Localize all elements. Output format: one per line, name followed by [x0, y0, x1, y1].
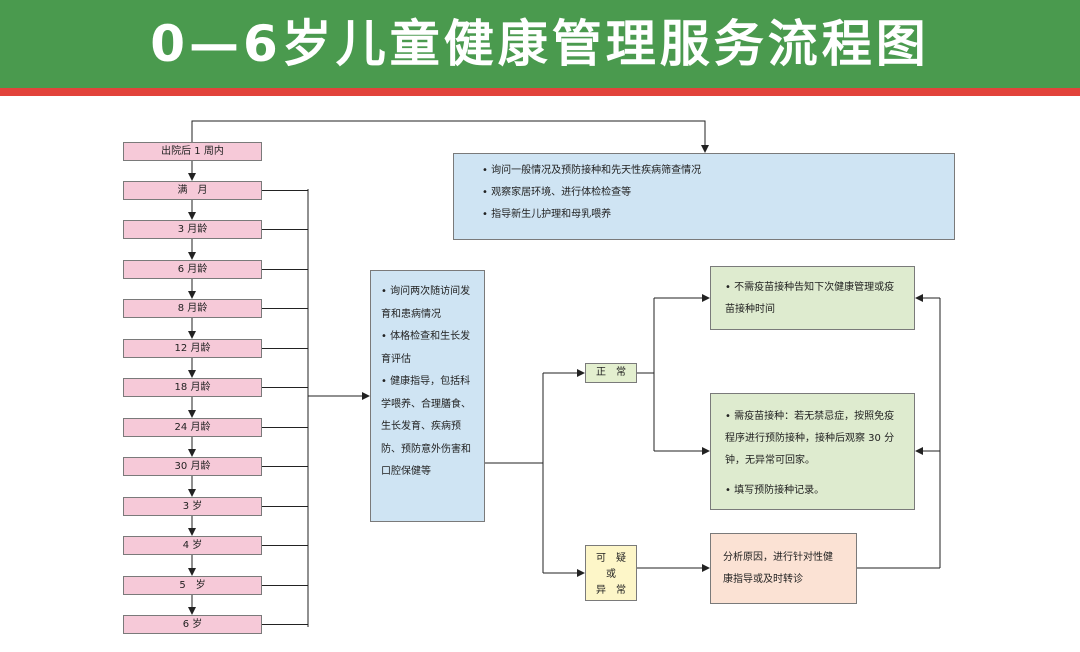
page-title: 0—6岁儿童健康管理服务流程图 — [150, 15, 930, 73]
first-visit-info-item: • 询问一般情况及预防接种和先天性疾病筛查情况 — [482, 165, 702, 176]
age-stage-box: 5 岁 — [123, 576, 262, 595]
status-abnormal-line: 或 — [606, 569, 616, 580]
status-abnormal-line: 可 疑 — [596, 553, 626, 564]
abnormal-action-box: 分析原因，进行针对性健 康指导或及时转诊 — [710, 533, 857, 604]
status-normal-box: 正 常 — [585, 363, 637, 383]
no-vaccine-line: • 不需疫苗接种告知下次健康管理或疫 — [725, 282, 895, 293]
followup-info-line: • 体格检查和生长发 — [381, 331, 471, 342]
followup-info-line: • 健康指导，包括科 — [381, 376, 471, 387]
no-vaccine-line: 苗接种时间 — [725, 304, 775, 315]
followup-info-line: 口腔保健等 — [381, 466, 431, 477]
followup-info-line: 学喂养、合理膳食、 — [381, 398, 471, 410]
age-stage-box: 12 月龄 — [123, 339, 262, 358]
first-visit-info-item: • 指导新生儿护理和母乳喂养 — [482, 209, 612, 220]
age-stage-box: 18 月龄 — [123, 378, 262, 397]
age-stage-box: 30 月龄 — [123, 457, 262, 476]
no-vaccine-result-box: • 不需疫苗接种告知下次健康管理或疫 苗接种时间 — [710, 266, 915, 330]
first-visit-info-box: • 询问一般情况及预防接种和先天性疾病筛查情况 • 观察家居环境、进行体检检查等… — [453, 153, 955, 240]
age-stage-box: 3 岁 — [123, 497, 262, 516]
age-stage-box: 出院后 1 周内 — [123, 142, 262, 161]
abnormal-action-line: 康指导或及时转诊 — [723, 574, 803, 585]
first-visit-info-item: • 观察家居环境、进行体检检查等 — [482, 187, 632, 198]
age-stage-box: 4 岁 — [123, 536, 262, 555]
age-stage-box: 8 月龄 — [123, 299, 262, 318]
abnormal-action-line: 分析原因，进行针对性健 — [723, 552, 833, 563]
age-stage-box: 6 岁 — [123, 615, 262, 634]
status-abnormal-box: 可 疑 或 异 常 — [585, 545, 637, 601]
vaccine-result-box: • 需疫苗接种：若无禁忌症，按照免疫 程序进行预防接种，接种后观察 30 分 钟… — [710, 393, 915, 510]
vaccine-line: 钟，无异常可回家。 — [725, 455, 815, 466]
followup-info-line: 育和患病情况 — [381, 308, 441, 320]
age-stage-box: 24 月龄 — [123, 418, 262, 437]
followup-info-box: • 询问两次随访间发 育和患病情况 • 体格检查和生长发 育评估 • 健康指导，… — [370, 270, 485, 522]
age-stage-box: 6 月龄 — [123, 260, 262, 279]
followup-info-line: • 询问两次随访间发 — [381, 286, 471, 297]
vaccine-line: 程序进行预防接种，接种后观察 30 分 — [725, 433, 895, 444]
status-abnormal-line: 异 常 — [596, 585, 626, 596]
followup-info-line: 育评估 — [381, 353, 411, 365]
vaccine-line: • 填写预防接种记录。 — [725, 485, 825, 496]
header-stripe — [0, 88, 1080, 96]
vaccine-line: • 需疫苗接种：若无禁忌症，按照免疫 — [725, 411, 895, 422]
header-bar — [0, 0, 1080, 88]
followup-info-line: 防、预防意外伤害和 — [381, 443, 471, 455]
arrow-to-first-visit-info — [191, 120, 709, 153]
followup-info-line: 生长发育、疾病预 — [381, 421, 461, 432]
age-stage-box: 满 月 — [123, 181, 262, 200]
age-stage-box: 3 月龄 — [123, 220, 262, 239]
